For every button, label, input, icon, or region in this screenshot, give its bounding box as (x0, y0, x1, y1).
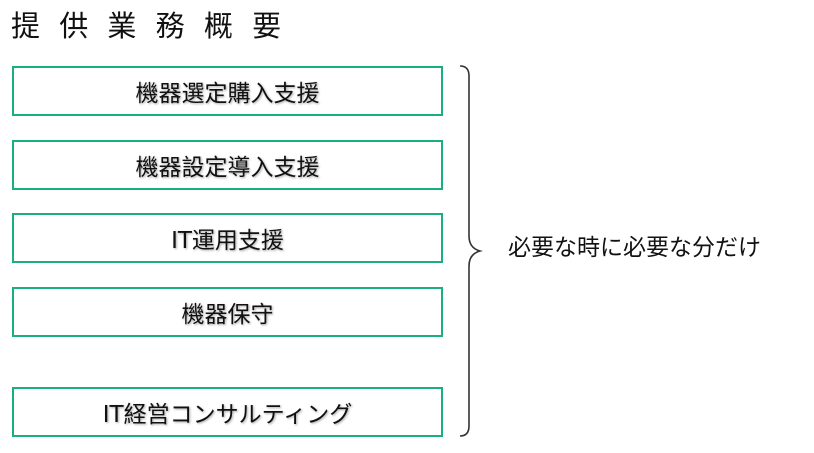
service-box-it-consulting: IT経営コンサルティング (12, 387, 443, 437)
service-label: 機器選定購入支援 (135, 81, 320, 107)
service-box-equipment-selection: 機器選定購入支援 (12, 66, 443, 116)
brace-note: 必要な時に必要な分だけ (508, 235, 761, 261)
service-label: 機器保守 (181, 302, 274, 328)
service-box-equipment-setup: 機器設定導入支援 (12, 140, 443, 190)
service-box-it-operation: IT運用支援 (12, 213, 443, 263)
page-title: 提 供 業 務 概 要 (11, 9, 287, 43)
service-label: IT運用支援 (171, 228, 284, 254)
service-label: IT経営コンサルティング (102, 402, 353, 428)
service-label: 機器設定導入支援 (135, 155, 320, 181)
curly-brace-icon (459, 65, 484, 437)
service-box-equipment-maintenance: 機器保守 (12, 287, 443, 337)
